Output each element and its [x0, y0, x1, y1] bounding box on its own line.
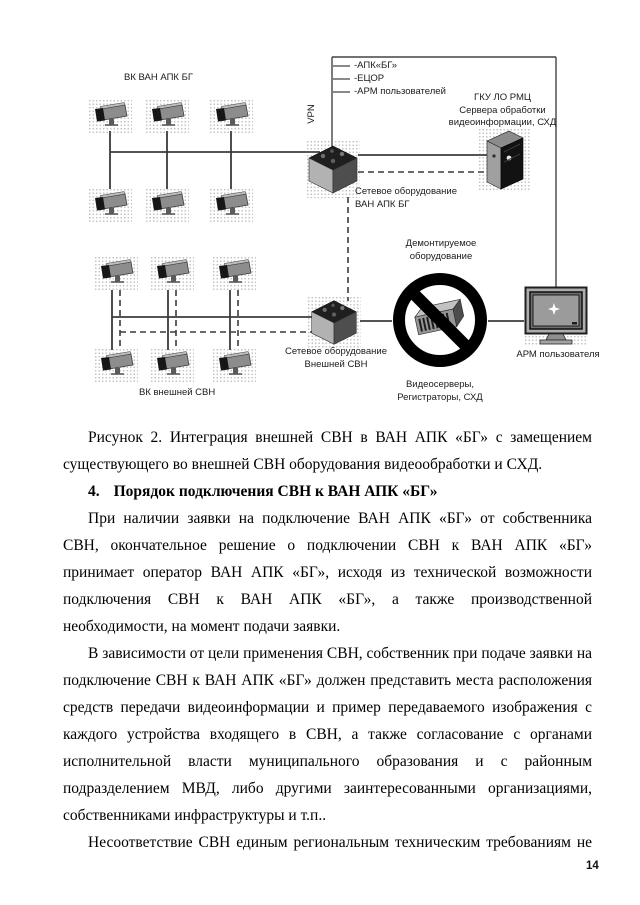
- camera-group-bottom-label: ВК внешней СВН: [139, 387, 216, 398]
- paragraph: При наличии заявки на подключение ВАН АП…: [63, 510, 592, 635]
- camera-icon: [150, 256, 194, 290]
- paragraph: В зависимости от цели применения СВН, со…: [63, 645, 592, 824]
- section-heading: 4. Порядок подключения СВН к ВАН АПК «БГ»: [63, 478, 592, 505]
- videoservers-label-line2: Регистраторы, СХД: [397, 391, 483, 403]
- legend-item-arm-users: -АРМ пользователей: [354, 86, 446, 97]
- network-switch-icon: [306, 140, 360, 198]
- camera-group-top-label: ВК ВАН АПК БГ: [124, 72, 193, 83]
- camera-icon: [212, 256, 256, 290]
- camera-icon: [94, 348, 138, 382]
- network-van-label-line2: ВАН АПК БГ: [355, 198, 410, 210]
- server-label: ГКУ ЛО РМЦ Сервера обработки видеоинформ…: [435, 92, 570, 130]
- section-title: Порядок подключения СВН к ВАН АПК «БГ»: [113, 483, 438, 500]
- camera-icon: [209, 188, 253, 222]
- legend-item-ecor: -ЕЦОР: [354, 73, 385, 84]
- videoservers-label: Видеосерверы, Регистраторы, СХД: [384, 379, 496, 404]
- no-entry-icon: [393, 273, 487, 367]
- page-number: 14: [586, 860, 599, 872]
- paragraph: Несоответствие СВН единым региональным т…: [88, 834, 592, 851]
- camera-icon: [150, 348, 194, 382]
- camera-icon: [145, 188, 189, 222]
- text-block: Рисунок 2. Интеграция внешней СВН в ВАН …: [63, 424, 592, 856]
- dismantled-label: Демонтируемое оборудование: [391, 238, 491, 263]
- figure-caption: Рисунок 2. Интеграция внешней СВН в ВАН …: [63, 429, 592, 473]
- network-ext-label-line2: Внешней СВН: [304, 358, 368, 370]
- network-van-label: Сетевое оборудование ВАН АПК БГ: [355, 186, 457, 211]
- camera-icon: [88, 188, 132, 222]
- camera-icon: [94, 256, 138, 290]
- network-ext-label-line1: Сетевое оборудование: [284, 346, 387, 357]
- server-label-line2: Сервера обработки: [459, 104, 546, 116]
- dismantled-label-line1: Демонтируемое: [405, 238, 477, 249]
- server-icon: [478, 128, 530, 192]
- figure-diagram: ВК ВАН АПК БГ -АПК«БГ» -ЕЦОР -АРМ пользо…: [0, 0, 640, 425]
- server-label-line3: видеоинформации, СХД: [448, 117, 557, 128]
- monitor-icon: [524, 286, 588, 346]
- camera-icon: [145, 99, 189, 133]
- camera-icon: [88, 99, 132, 133]
- server-label-line1: ГКУ ЛО РМЦ: [474, 92, 531, 103]
- network-van-label-line1: Сетевое оборудование: [355, 186, 458, 197]
- network-switch-icon: [307, 296, 361, 348]
- section-number: 4.: [88, 483, 100, 500]
- vpn-label: VPN: [306, 104, 317, 124]
- arm-user-label: АРМ пользователя: [516, 349, 600, 360]
- network-ext-label: Сетевое оборудование Внешней СВН: [280, 346, 392, 371]
- videoservers-label-line1: Видеосерверы,: [405, 379, 475, 390]
- dismantled-label-line2: оборудование: [409, 250, 473, 262]
- camera-icon: [209, 99, 253, 133]
- connector-lines: [109, 56, 557, 350]
- legend-item-apk-bg: -АПК«БГ»: [354, 60, 398, 71]
- camera-icon: [212, 348, 256, 382]
